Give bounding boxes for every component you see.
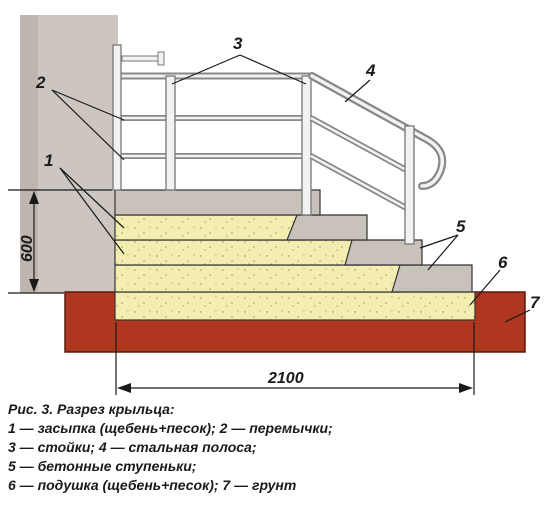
caption-line: 3 — стойки; 4 — стальная полоса;: [8, 439, 257, 455]
label-5: 5: [456, 217, 466, 236]
label-1: 1: [44, 151, 53, 170]
cushion-layer: [114, 291, 476, 321]
label-6: 6: [498, 253, 508, 272]
label-3: 3: [233, 34, 243, 53]
backfill-layer: [114, 264, 401, 293]
width-dimension: [115, 322, 475, 395]
label-2: 2: [35, 73, 46, 92]
caption-line: 5 — бетонные ступеньки;: [8, 458, 197, 474]
caption-line: 1 — засыпка (щебень+песок); 2 — перемычк…: [8, 420, 333, 436]
caption-title: Рис. 3. Разрез крыльца:: [8, 401, 175, 417]
width-dimension-label: 2100: [267, 370, 304, 387]
label-7: 7: [530, 293, 541, 312]
concrete-step: [286, 214, 368, 241]
concrete-step: [344, 239, 423, 266]
railing-crossbars: [118, 115, 312, 159]
concrete-step: [391, 264, 473, 293]
backfill-layer: [114, 214, 301, 241]
caption-line: 6 — подушка (щебень+песок); 7 — грунт: [8, 477, 297, 493]
height-dimension: [8, 189, 112, 294]
height-dimension-label: 600: [19, 235, 36, 262]
label-4: 4: [365, 61, 376, 80]
figure-caption: Рис. 3. Разрез крыльца: 1 — засыпка (щеб…: [8, 400, 544, 495]
porch-section-diagram: 2 1 3 4 5 6 7 600 2100: [8, 15, 541, 395]
steel-strip-handrail: [308, 72, 447, 245]
backfill-layer: [114, 239, 361, 266]
concrete-top-slab: [114, 189, 321, 216]
